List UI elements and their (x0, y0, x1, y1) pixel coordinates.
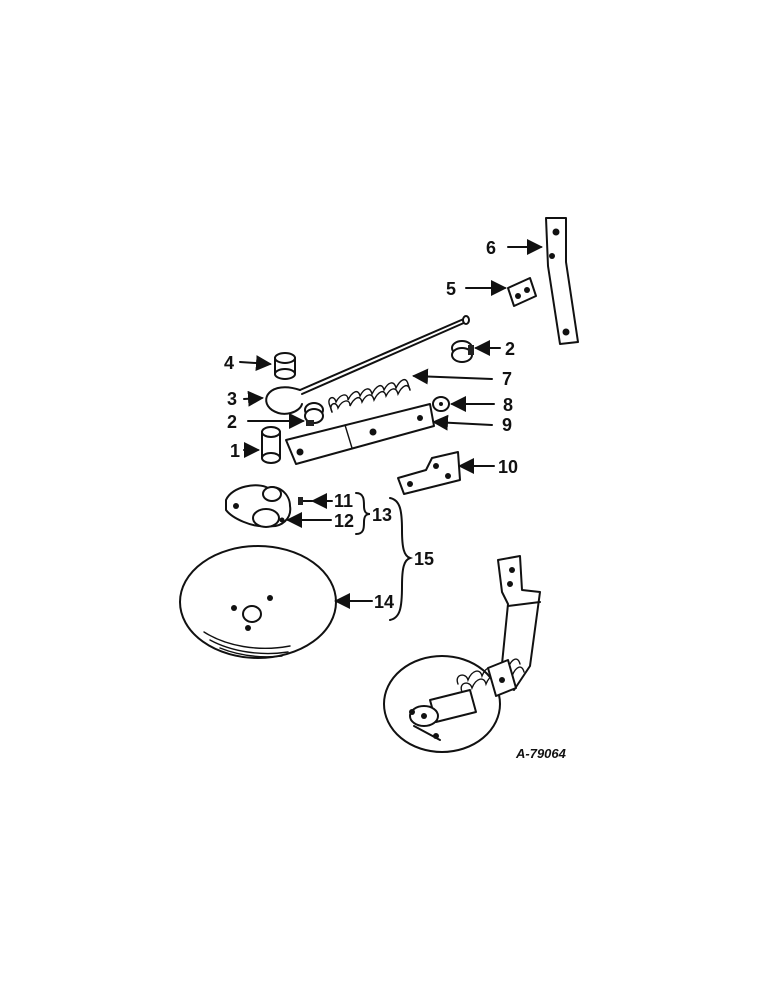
callout-14: 14 (374, 592, 394, 612)
callout-5: 5 (446, 279, 456, 299)
callout-15: 15 (414, 549, 434, 569)
callout-13: 13 (372, 505, 392, 525)
part-11-bolt (298, 497, 313, 505)
brace-13 (355, 492, 371, 535)
part-2-collar-lower (304, 402, 324, 426)
part-3-hook-rod (265, 315, 470, 415)
part-2-collar-upper (451, 340, 474, 363)
callout-9: 9 (502, 415, 512, 435)
part-5-clamp-plate (507, 277, 537, 307)
figure-id: A-79064 (515, 746, 567, 761)
callout-3: 3 (227, 389, 237, 409)
callout-4: 4 (224, 353, 234, 373)
part-4-bushing (274, 352, 296, 380)
part-14-disc (179, 545, 337, 659)
callout-2-lower: 2 (227, 412, 237, 432)
callout-arrows (239, 239, 543, 609)
part-12-bearing-housing (225, 484, 292, 528)
callout-6: 6 (486, 238, 496, 258)
part-7-spring (328, 378, 411, 413)
part-1-sleeve (261, 426, 281, 464)
callout-8: 8 (503, 395, 513, 415)
callout-1: 1 (230, 441, 240, 461)
callout-12: 12 (334, 511, 354, 531)
assembly-view (383, 555, 541, 753)
part-8-nut (432, 396, 450, 412)
part-10-strap (397, 451, 461, 495)
callout-11: 11 (334, 491, 353, 511)
brace-15 (389, 497, 414, 621)
callout-7: 7 (502, 369, 512, 389)
part-6-bracket (545, 217, 579, 345)
callout-10: 10 (498, 457, 518, 477)
callout-2-upper: 2 (505, 339, 515, 359)
